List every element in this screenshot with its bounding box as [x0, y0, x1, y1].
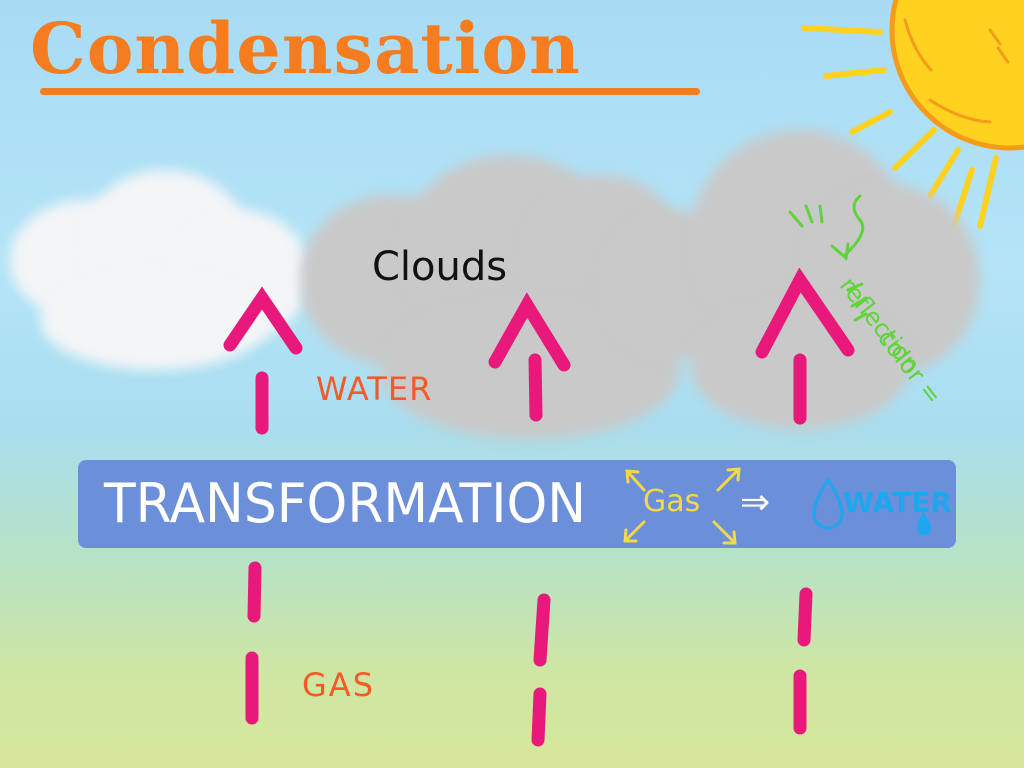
transformation-banner: TRANSFORMATION Gas ⇒ WATER — [78, 460, 956, 548]
arrow-head-middle — [488, 292, 571, 372]
sun-rays — [801, 25, 999, 241]
transformation-word: TRANSFORMATION — [104, 472, 587, 535]
arrow-head-right — [755, 267, 855, 359]
gas-dash-right-1 — [797, 587, 813, 647]
banner-gas-label: Gas — [643, 484, 701, 519]
banner-water-label: WATER — [843, 486, 952, 519]
clouds-label: Clouds — [372, 244, 508, 290]
gas-dash-middle-1 — [533, 593, 551, 667]
water-drop-icon — [812, 477, 844, 530]
water-label: WATER — [316, 370, 433, 408]
gas-dash-left-1 — [247, 561, 262, 623]
arrow-shaft-middle — [528, 353, 543, 422]
sun-icon — [889, 0, 1024, 151]
gas-spread-arrows — [623, 467, 931, 545]
title-underline — [40, 88, 700, 95]
gas-label: GAS — [302, 666, 375, 704]
page-title: Condensation — [30, 7, 581, 90]
arrow-head-left — [223, 286, 303, 355]
banner-arrow-icon: ⇒ — [740, 482, 771, 523]
reflection-pointer — [842, 194, 865, 258]
gas-dash-middle-2 — [531, 687, 547, 747]
